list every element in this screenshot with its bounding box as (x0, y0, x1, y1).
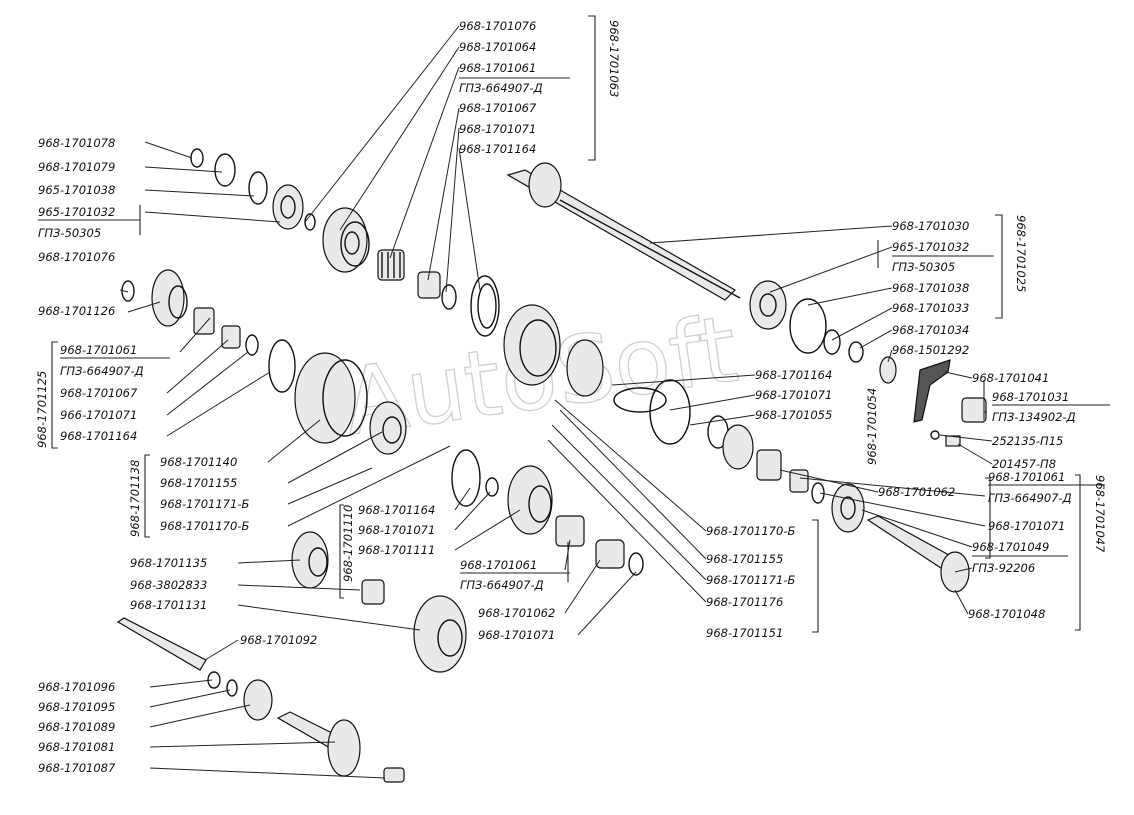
part-label: 968-1701078 (38, 136, 115, 150)
part-label: 968-1701061 (459, 61, 536, 75)
part-label: 252135-П15 (992, 434, 1063, 448)
part-label: 968-1701055 (755, 408, 832, 422)
part-label: 968-1701164 (755, 368, 832, 382)
group-brackets (51, 15, 1081, 633)
part-label: 968-1701061 (60, 343, 137, 357)
part-label: 201457-П8 (992, 457, 1056, 471)
part-label: ГПЗ-134902-Д (992, 410, 1076, 424)
part-label: 968-1701164 (60, 429, 137, 443)
part-label: 968-1701076 (459, 19, 536, 33)
part-label: 968-1701071 (358, 523, 435, 537)
part-label: 968-1701170-Б (706, 524, 795, 538)
part-label: 968-1701030 (892, 219, 969, 233)
part-label: 968-1701031 (992, 390, 1069, 404)
part-label: 968-3802833 (130, 578, 207, 592)
assembly-label: 968-1701047 (1093, 475, 1107, 553)
part-label: 968-1701041 (972, 371, 1049, 385)
assembly-labels: 968-1701063 968-1701125 968-1701138 968-… (35, 20, 1107, 582)
part-label: 968-1701033 (892, 301, 969, 315)
part-label: 968-1701176 (706, 595, 783, 609)
part-label: 968-1701155 (706, 552, 783, 566)
part-label: 968-1701071 (755, 388, 832, 402)
part-label: 965-1701032 (892, 240, 969, 254)
part-label: 968-1701061 (988, 470, 1065, 484)
part-label: 968-1701071 (459, 122, 536, 136)
assembly-label: 968-1701054 (865, 388, 879, 465)
part-label: 968-1701038 (892, 281, 969, 295)
part-label: ГПЗ-50305 (892, 260, 955, 274)
part-label: 968-1701087 (38, 761, 116, 775)
part-label: 968-1701155 (160, 476, 237, 490)
part-label: 968-1501292 (892, 343, 969, 357)
part-label: 966-1701071 (60, 408, 137, 422)
assembly-label: 968-1701138 (128, 460, 142, 537)
part-label: 968-1701062 (478, 606, 555, 620)
leader-lines (119, 25, 993, 779)
part-label: 968-1701076 (38, 250, 115, 264)
part-label: 968-1701164 (459, 142, 536, 156)
part-label: ГПЗ-664907-Д (988, 491, 1072, 505)
part-label: ГПЗ-664907-Д (460, 578, 544, 592)
part-label: 968-1701131 (130, 598, 207, 612)
part-label: 968-1701067 (60, 386, 138, 400)
part-label: 968-1701126 (38, 304, 115, 318)
part-label: 968-1701071 (988, 519, 1065, 533)
part-label: ГПЗ-92206 (972, 561, 1035, 575)
part-label: 968-1701079 (38, 160, 115, 174)
part-label: 968-1701081 (38, 740, 115, 754)
assembly-label: 968-1701110 (341, 505, 355, 582)
part-label: ГПЗ-50305 (38, 226, 101, 240)
part-label: 968-1701171-Б (160, 497, 249, 511)
part-label: 968-1701061 (460, 558, 537, 572)
part-label: 968-1701048 (968, 607, 1045, 621)
part-label: 968-1701095 (38, 700, 115, 714)
assembly-label: 968-1701063 (607, 20, 621, 97)
label-underlines (38, 77, 1110, 574)
part-label: 968-1701170-Б (160, 519, 249, 533)
part-label: 968-1701034 (892, 323, 969, 337)
assembly-label: 968-1701025 (1014, 215, 1028, 292)
part-label: 968-1701067 (459, 101, 537, 115)
assembly-label: 968-1701125 (35, 371, 49, 448)
part-label: 968-1701164 (358, 503, 435, 517)
parts-drawing (116, 148, 987, 783)
part-label: 968-1701135 (130, 556, 207, 570)
part-label: 968-1701171-Б (706, 573, 795, 587)
part-label: 965-1701032 (38, 205, 115, 219)
part-label: ГПЗ-664907-Д (459, 81, 543, 95)
part-label: 968-1701140 (160, 455, 237, 469)
part-label: 968-1701111 (358, 543, 435, 557)
part-label: 968-1701089 (38, 720, 115, 734)
part-label: 968-1701062 (878, 485, 955, 499)
part-label: 968-1701064 (459, 40, 536, 54)
part-label: 968-1701092 (240, 633, 317, 647)
part-label: 968-1701096 (38, 680, 115, 694)
part-label: 965-1701038 (38, 183, 115, 197)
part-label: 968-1701151 (706, 626, 783, 640)
part-label: 968-1701071 (478, 628, 555, 642)
part-label: ГПЗ-664907-Д (60, 364, 144, 378)
callout-labels: 968-1701076 968-1701064 968-1701061 ГПЗ-… (38, 19, 1076, 775)
part-label: 968-1701049 (972, 540, 1049, 554)
